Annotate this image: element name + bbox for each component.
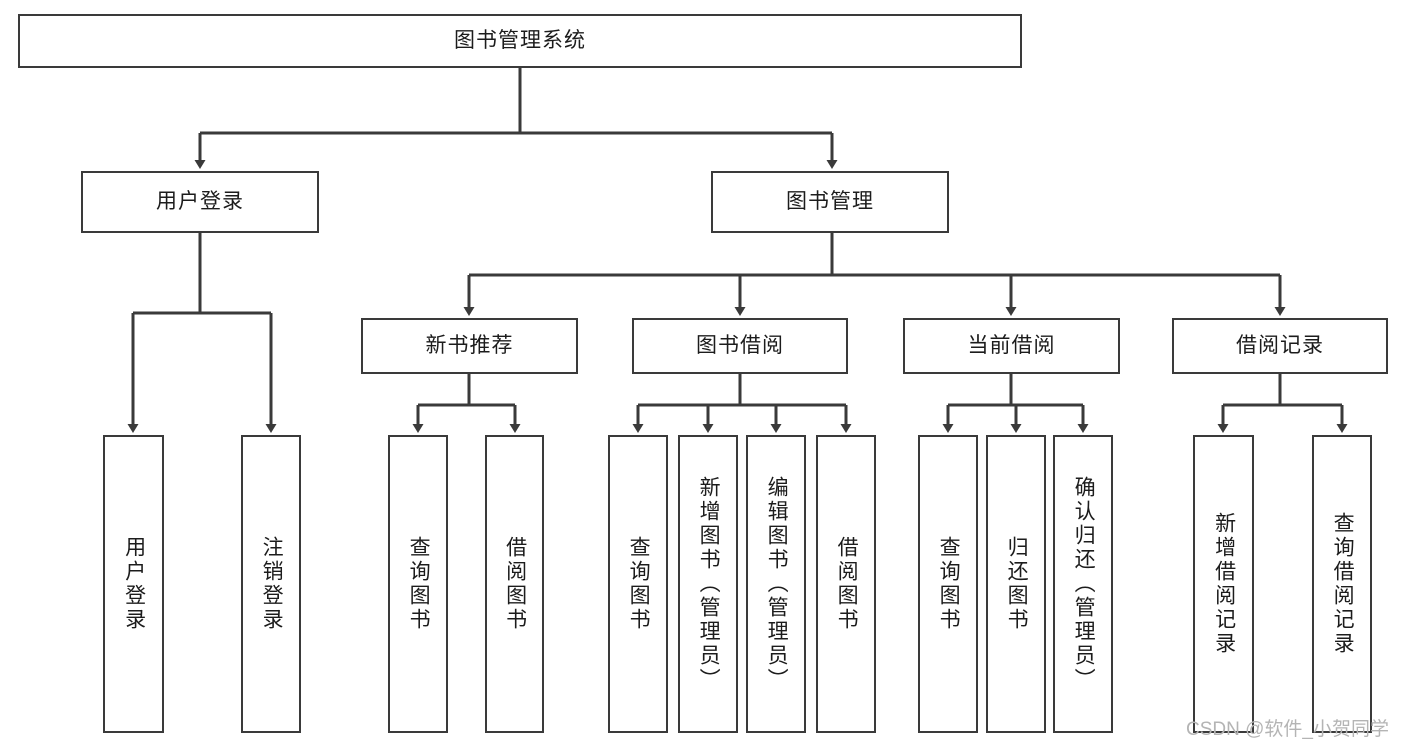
leaf-query-book-recommend[interactable]: 查询图书 — [388, 435, 448, 733]
leaf-label: 查询图书 — [627, 536, 651, 632]
leaf-label: 新增图书（管理员） — [697, 476, 721, 692]
leaf-label: 查询借阅记录 — [1331, 512, 1355, 656]
leaf-borrow-book[interactable]: 借阅图书 — [816, 435, 876, 733]
leaf-query-borrow-record[interactable]: 查询借阅记录 — [1312, 435, 1372, 733]
leaf-user-login[interactable]: 用户登录 — [103, 435, 164, 733]
leaf-query-book-borrow[interactable]: 查询图书 — [608, 435, 668, 733]
watermark-text: CSDN @软件_小贺同学 — [1186, 719, 1389, 740]
leaf-add-borrow-record[interactable]: 新增借阅记录 — [1193, 435, 1254, 733]
leaf-label: 查询图书 — [937, 536, 961, 632]
node-current-borrow[interactable]: 当前借阅 — [903, 318, 1120, 374]
node-book-borrow[interactable]: 图书借阅 — [632, 318, 848, 374]
node-root-system[interactable]: 图书管理系统 — [18, 14, 1022, 68]
node-new-book-recommend[interactable]: 新书推荐 — [361, 318, 578, 374]
node-book-management[interactable]: 图书管理 — [711, 171, 949, 233]
leaf-logout-login[interactable]: 注销登录 — [241, 435, 301, 733]
leaf-add-book-admin[interactable]: 新增图书（管理员） — [678, 435, 738, 733]
leaf-borrow-book-recommend[interactable]: 借阅图书 — [485, 435, 544, 733]
leaf-query-book-current[interactable]: 查询图书 — [918, 435, 978, 733]
leaf-edit-book-admin[interactable]: 编辑图书（管理员） — [746, 435, 806, 733]
leaf-label: 查询图书 — [407, 536, 431, 632]
leaf-label: 归还图书 — [1005, 536, 1029, 632]
leaf-return-book[interactable]: 归还图书 — [986, 435, 1046, 733]
node-borrow-record[interactable]: 借阅记录 — [1172, 318, 1388, 374]
leaf-label: 新增借阅记录 — [1212, 512, 1236, 656]
leaf-label: 借阅图书 — [835, 536, 859, 632]
leaf-label: 注销登录 — [260, 536, 284, 632]
leaf-label: 确认归还（管理员） — [1072, 476, 1096, 692]
node-user-login[interactable]: 用户登录 — [81, 171, 319, 233]
leaf-label: 编辑图书（管理员） — [765, 476, 789, 692]
leaf-confirm-return-admin[interactable]: 确认归还（管理员） — [1053, 435, 1113, 733]
leaf-label: 用户登录 — [122, 536, 146, 632]
leaf-label: 借阅图书 — [503, 536, 527, 632]
